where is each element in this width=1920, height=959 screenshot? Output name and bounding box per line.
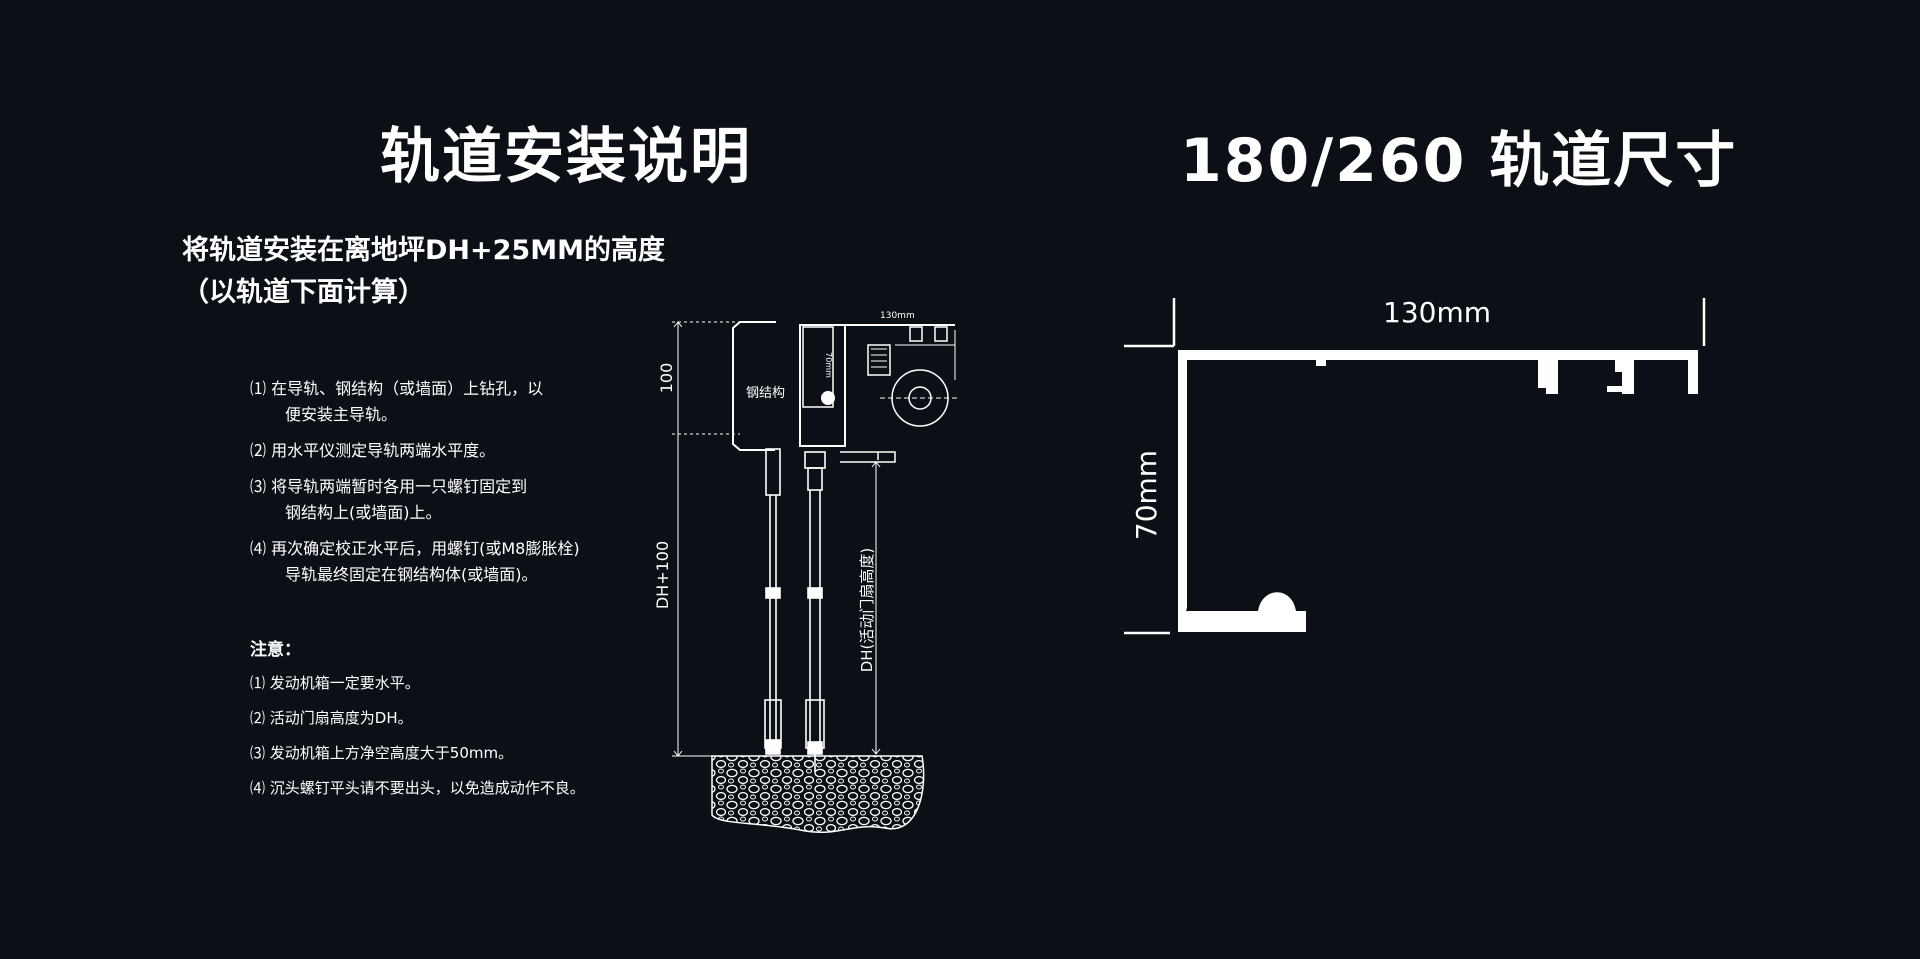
- step-line: 便安装主导轨。: [285, 405, 398, 424]
- note-item: ⑵ 活动门扇高度为DH。: [250, 709, 413, 727]
- rail-guide: [840, 451, 896, 463]
- step-item: ⑶ 将导轨两端暂时各用一只螺钉固定到 钢结构上(或墙面)上。: [250, 474, 580, 526]
- inner-corner: [1186, 599, 1250, 612]
- track-profile: [1124, 298, 1706, 635]
- dim-top-label: 100: [657, 363, 676, 394]
- note-item: ⑶ 发动机箱上方净空高度大于50mm。: [250, 744, 514, 762]
- dim-130-small: 130mm: [880, 311, 915, 321]
- installation-title: 轨道安装说明: [380, 122, 752, 192]
- step-item: ⑷ 再次确定校正水平后，用螺钉(或M8膨胀栓) 导轨最终固定在钢结构体(或墙面)…: [250, 536, 580, 588]
- note-item: ⑷ 沉头螺钉平头请不要出头，以免造成动作不良。: [250, 779, 585, 797]
- t-slot-gap: [1614, 372, 1622, 394]
- step-line: 导轨最终固定在钢结构体(或墙面)。: [285, 565, 538, 584]
- installation-height-note: 将轨道安装在离地坪DH+25MM的高度 （以轨道下面计算）: [182, 230, 665, 314]
- motor-housing: [799, 324, 960, 447]
- subtitle-line-1: 将轨道安装在离地坪DH+25MM的高度: [182, 235, 665, 266]
- track-size-title: 180/260 轨道尺寸: [1180, 126, 1738, 196]
- step-line: ⑴ 在导轨、钢结构（或墙面）上钻孔，以: [250, 379, 544, 398]
- track-width-label: 130mm: [1383, 296, 1491, 329]
- subtitle-line-2: （以轨道下面计算）: [182, 277, 425, 308]
- fixed-door-panel: [764, 448, 782, 755]
- track-height-label: 70mm: [1130, 450, 1163, 540]
- ground-foundation: [711, 755, 925, 834]
- note-item: ⑴ 发动机箱一定要水平。: [250, 674, 420, 692]
- step-line: 钢结构上(或墙面)上。: [285, 503, 442, 522]
- steel-structure-label: 钢结构: [746, 386, 785, 401]
- dim-70-small: 70mm: [824, 352, 833, 378]
- step-line: ⑵ 用水平仪测定导轨两端水平度。: [250, 441, 496, 460]
- dim-door-label: DH(活动门扇高度): [858, 548, 876, 673]
- step-line: ⑶ 将导轨两端暂时各用一只螺钉固定到: [250, 477, 528, 496]
- notes-heading: 注意：: [250, 640, 301, 660]
- dim-height-label: DH+100: [653, 541, 672, 609]
- installation-steps: ⑴ 在导轨、钢结构（或墙面）上钻孔，以 便安装主导轨。 ⑵ 用水平仪测定导轨两端…: [250, 376, 580, 598]
- t-slot-foot: [1607, 386, 1629, 392]
- step-item: ⑴ 在导轨、钢结构（或墙面）上钻孔，以 便安装主导轨。: [250, 376, 580, 428]
- step-line: ⑷ 再次确定校正水平后，用螺钉(或M8膨胀栓): [250, 539, 580, 558]
- door-height-dimension: [871, 461, 881, 755]
- steel-bracket: [732, 321, 776, 451]
- sliding-door-panel: [804, 451, 826, 772]
- installation-diagram: [672, 321, 960, 834]
- step-item: ⑵ 用水平仪测定导轨两端水平度。: [250, 438, 580, 464]
- track-dimension-lines: [1124, 298, 1706, 635]
- notes-section: 注意： ⑴ 发动机箱一定要水平。 ⑵ 活动门扇高度为DH。 ⑶ 发动机箱上方净空…: [250, 635, 585, 812]
